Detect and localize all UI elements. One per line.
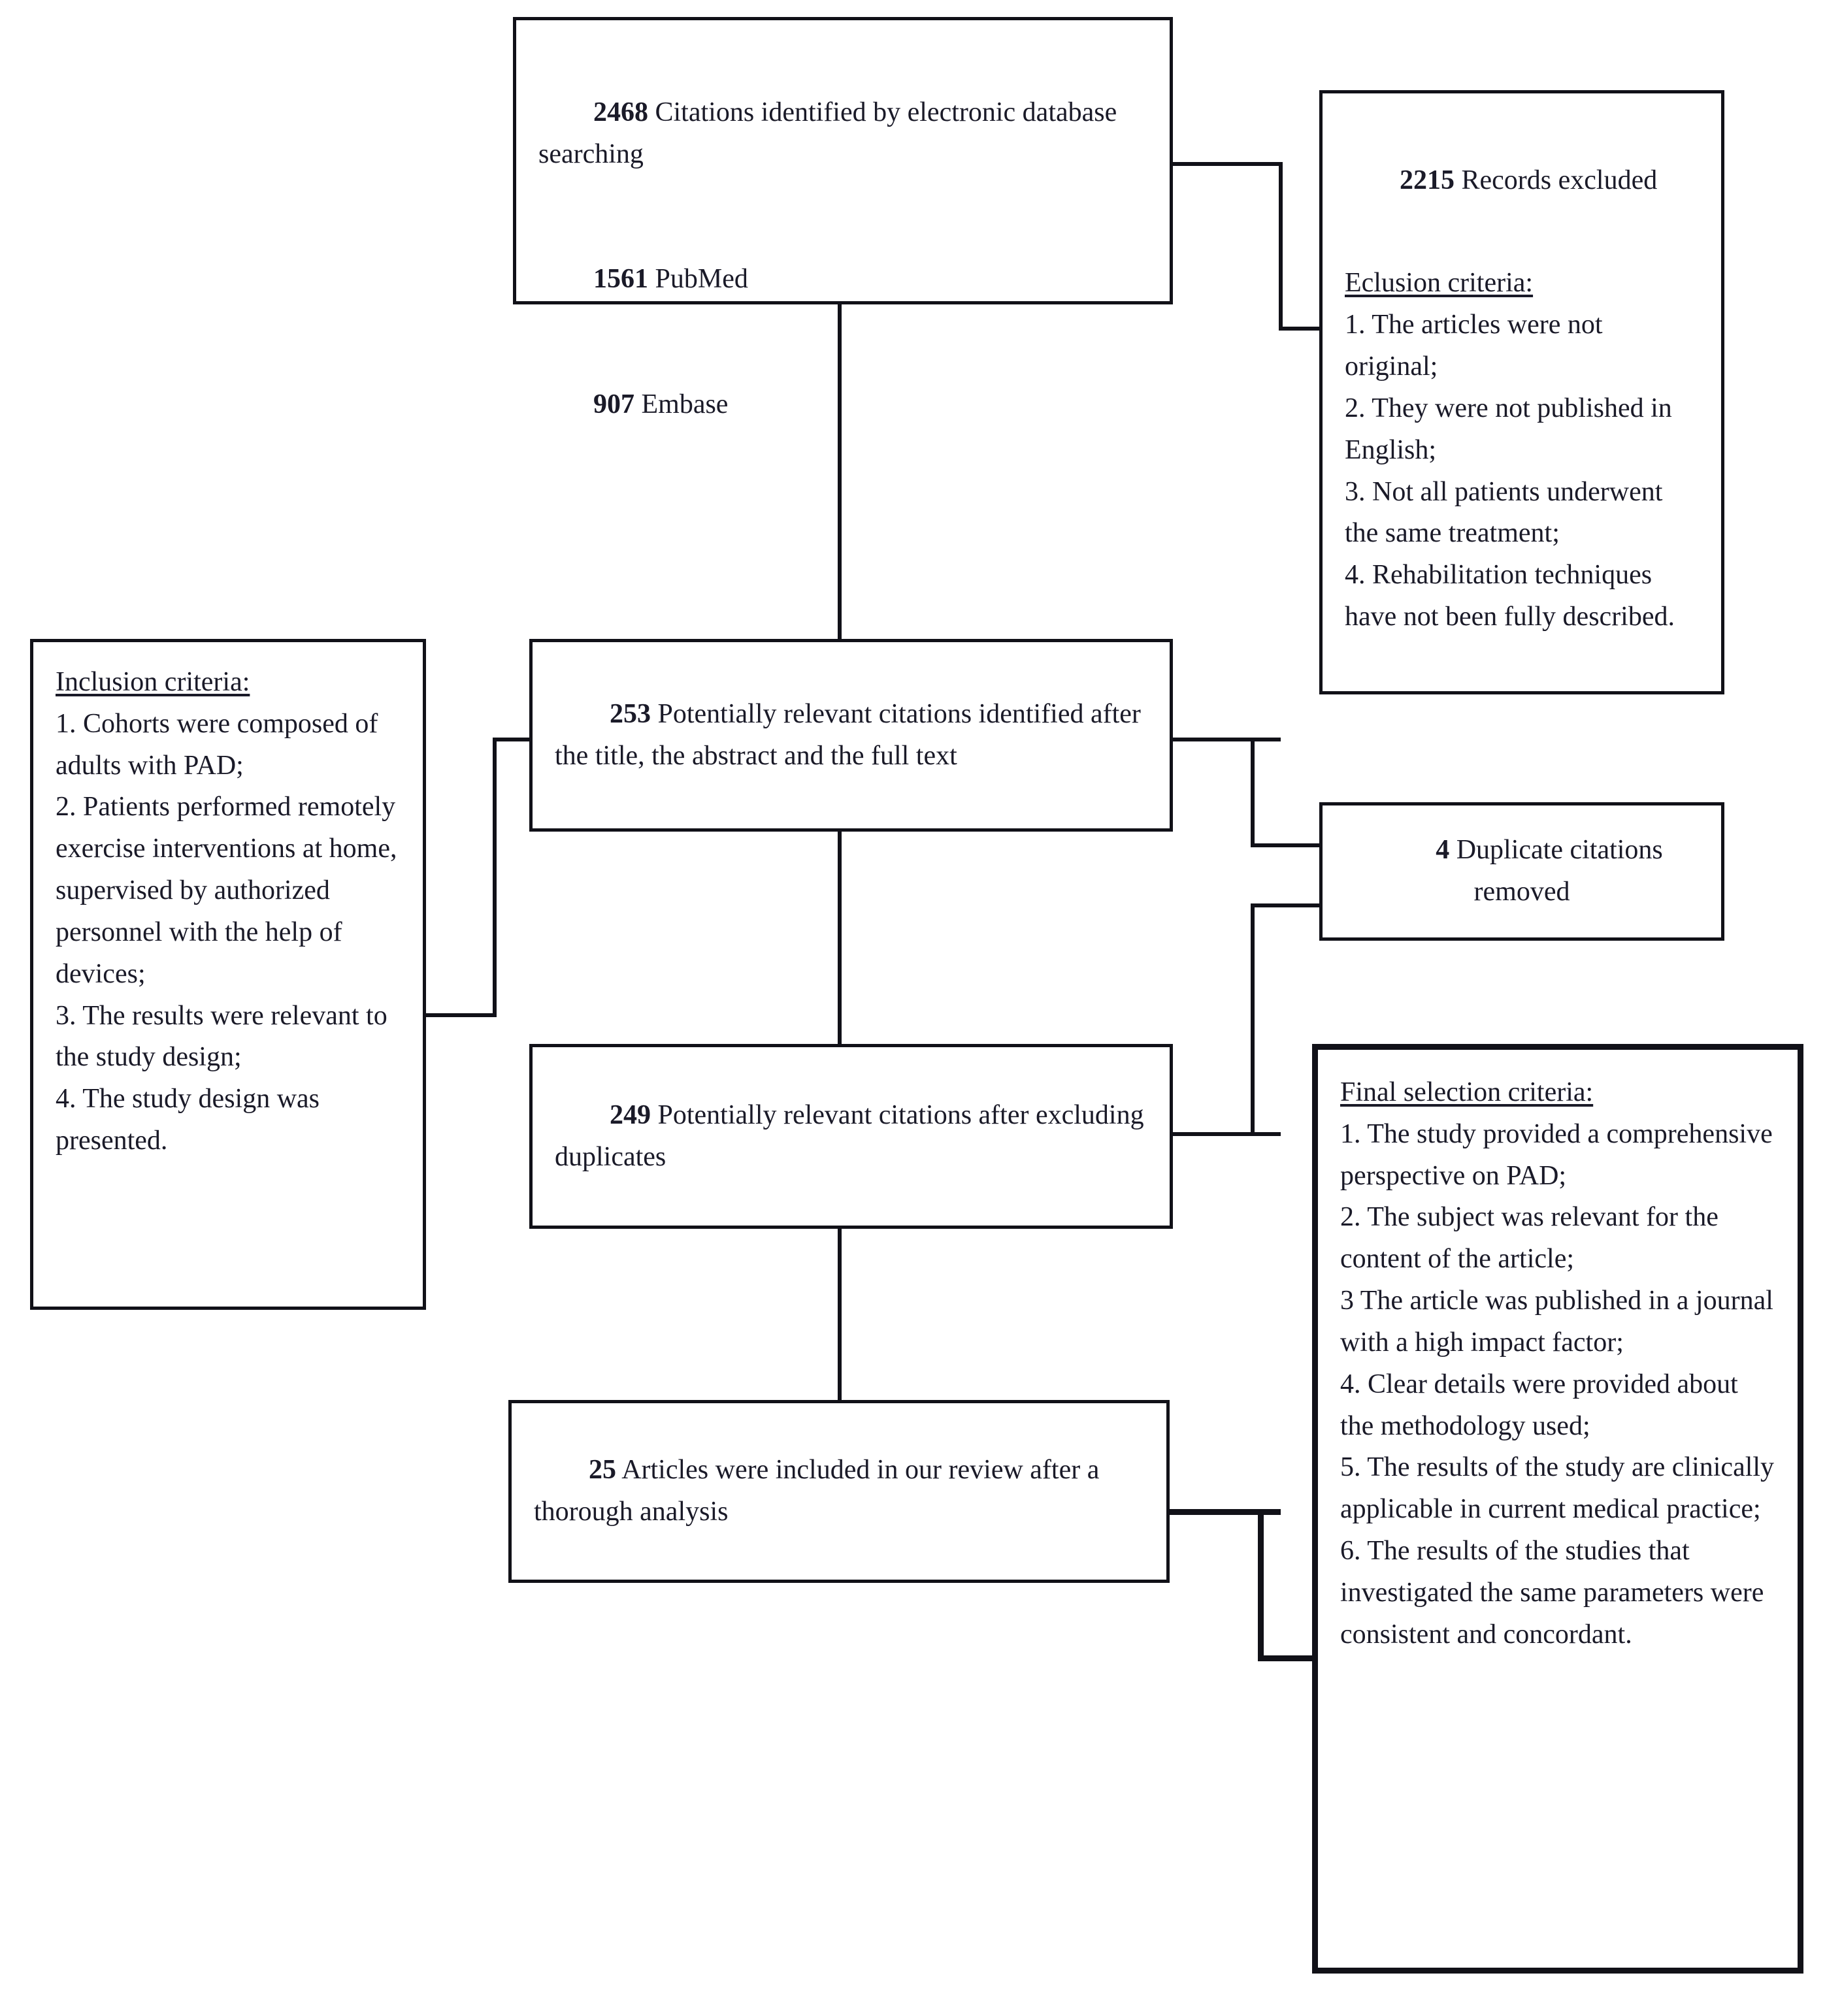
after-duplicates-text: 249 Potentially relevant citations after… bbox=[555, 1053, 1147, 1220]
connector-included-to-final-seg1 bbox=[1166, 1509, 1281, 1515]
connector-identified-to-excluded-seg2 bbox=[1279, 162, 1283, 331]
connector-inclusion-to-relevant-seg1 bbox=[425, 1013, 497, 1017]
exclusion-criteria-heading: Eclusion criteria: bbox=[1345, 268, 1534, 299]
articles-included-box: 25 Articles were included in our review … bbox=[508, 1400, 1170, 1583]
citations-identified-main: 2468 Citations identified by electronic … bbox=[538, 50, 1147, 217]
inclusion-criteria-box: Inclusion criteria: 1. Cohorts were comp… bbox=[30, 639, 426, 1310]
after-duplicates-count: 249 bbox=[610, 1099, 651, 1130]
final-selection-criterion-6: 6. The results of the studies that inves… bbox=[1340, 1536, 1771, 1650]
records-excluded-count: 2215 bbox=[1400, 165, 1455, 195]
connector-included-to-final-seg3 bbox=[1258, 1655, 1320, 1661]
citations-after-duplicates-box: 249 Potentially relevant citations after… bbox=[529, 1044, 1173, 1229]
potentially-relevant-label: Potentially relevant citations identifie… bbox=[555, 698, 1148, 771]
source-embase: 907 Embase bbox=[538, 342, 1147, 467]
articles-included-label: Articles were included in our review aft… bbox=[534, 1455, 1106, 1527]
final-selection-criterion-4: 4. Clear details were provided about the… bbox=[1340, 1369, 1745, 1441]
records-excluded-main: 2215 Records excluded bbox=[1345, 118, 1699, 243]
connector-after-duplicates-to-duplicates-seg2 bbox=[1251, 903, 1255, 1136]
citations-identified-count: 2468 bbox=[593, 97, 648, 127]
final-selection-criteria-box: Final selection criteria: 1. The study p… bbox=[1312, 1044, 1803, 1974]
connector-identified-to-relevant bbox=[838, 302, 842, 643]
final-selection-heading: Final selection criteria: bbox=[1340, 1077, 1594, 1107]
inclusion-criterion-1: 1. Cohorts were composed of adults with … bbox=[56, 708, 385, 781]
connector-identified-to-excluded-seg3 bbox=[1279, 327, 1319, 331]
inclusion-criteria-heading: Inclusion criteria: bbox=[56, 667, 250, 697]
exclusion-criterion-2: 2. They were not published in English; bbox=[1345, 393, 1679, 465]
duplicates-label: Duplicate citations removed bbox=[1456, 835, 1670, 907]
potentially-relevant-citations-box: 253 Potentially relevant citations ident… bbox=[529, 639, 1173, 832]
citations-identified-label: Citations identified by electronic datab… bbox=[538, 97, 1124, 169]
connector-after-duplicates-to-included bbox=[838, 1227, 842, 1402]
final-selection-criterion-5: 5. The results of the study are clinical… bbox=[1340, 1452, 1781, 1525]
duplicates-text: 4 Duplicate citations removed bbox=[1345, 788, 1699, 954]
inclusion-criterion-2: 2. Patients performed remotely exercise … bbox=[56, 792, 404, 989]
embase-label: Embase bbox=[641, 389, 729, 419]
duplicate-citations-removed-box: 4 Duplicate citations removed bbox=[1319, 802, 1724, 941]
final-selection-criterion-3: 3 The article was published in a journal… bbox=[1340, 1286, 1781, 1358]
connector-after-duplicates-to-duplicates-seg3 bbox=[1251, 903, 1323, 907]
final-selection-criterion-1: 1. The study provided a comprehensive pe… bbox=[1340, 1118, 1780, 1191]
connector-identified-to-excluded-seg1 bbox=[1170, 162, 1283, 166]
final-selection-criterion-2: 2. The subject was relevant for the cont… bbox=[1340, 1202, 1726, 1275]
articles-included-text: 25 Articles were included in our review … bbox=[534, 1408, 1144, 1574]
connector-inclusion-to-relevant-seg3 bbox=[493, 738, 529, 741]
duplicates-count: 4 bbox=[1436, 835, 1450, 866]
records-excluded-label: Records excluded bbox=[1461, 165, 1658, 195]
articles-included-count: 25 bbox=[589, 1455, 616, 1486]
connector-included-to-final-seg2 bbox=[1258, 1509, 1264, 1661]
exclusion-criterion-4: 4. Rehabilitation techniques have not be… bbox=[1345, 560, 1675, 632]
exclusion-criterion-3: 3. Not all patients underwent the same t… bbox=[1345, 476, 1669, 549]
inclusion-criterion-3: 3. The results were relevant to the stud… bbox=[56, 1000, 395, 1073]
connector-relevant-to-after-duplicates bbox=[838, 831, 842, 1047]
connector-relevant-to-duplicates-seg1 bbox=[1170, 738, 1281, 741]
source-pubmed: 1561 PubMed bbox=[538, 217, 1147, 342]
citations-identified-box: 2468 Citations identified by electronic … bbox=[513, 17, 1173, 419]
pubmed-label: PubMed bbox=[655, 264, 748, 295]
exclusion-criterion-1: 1. The articles were not original; bbox=[1345, 310, 1610, 382]
connector-after-duplicates-to-duplicates-seg1 bbox=[1170, 1132, 1281, 1136]
connector-inclusion-to-relevant-seg2 bbox=[493, 738, 497, 1017]
potentially-relevant-count: 253 bbox=[610, 698, 651, 729]
potentially-relevant-text: 253 Potentially relevant citations ident… bbox=[555, 652, 1147, 819]
pubmed-count: 1561 bbox=[593, 264, 648, 295]
inclusion-criterion-4: 4. The study design was presented. bbox=[56, 1084, 327, 1156]
after-duplicates-label: Potentially relevant citations after exc… bbox=[555, 1099, 1151, 1172]
records-excluded-box: 2215 Records excluded Eclusion criteria:… bbox=[1319, 90, 1724, 694]
connector-relevant-to-duplicates-seg3 bbox=[1251, 843, 1323, 847]
connector-relevant-to-duplicates-seg2 bbox=[1251, 738, 1255, 847]
embase-count: 907 bbox=[593, 389, 634, 419]
